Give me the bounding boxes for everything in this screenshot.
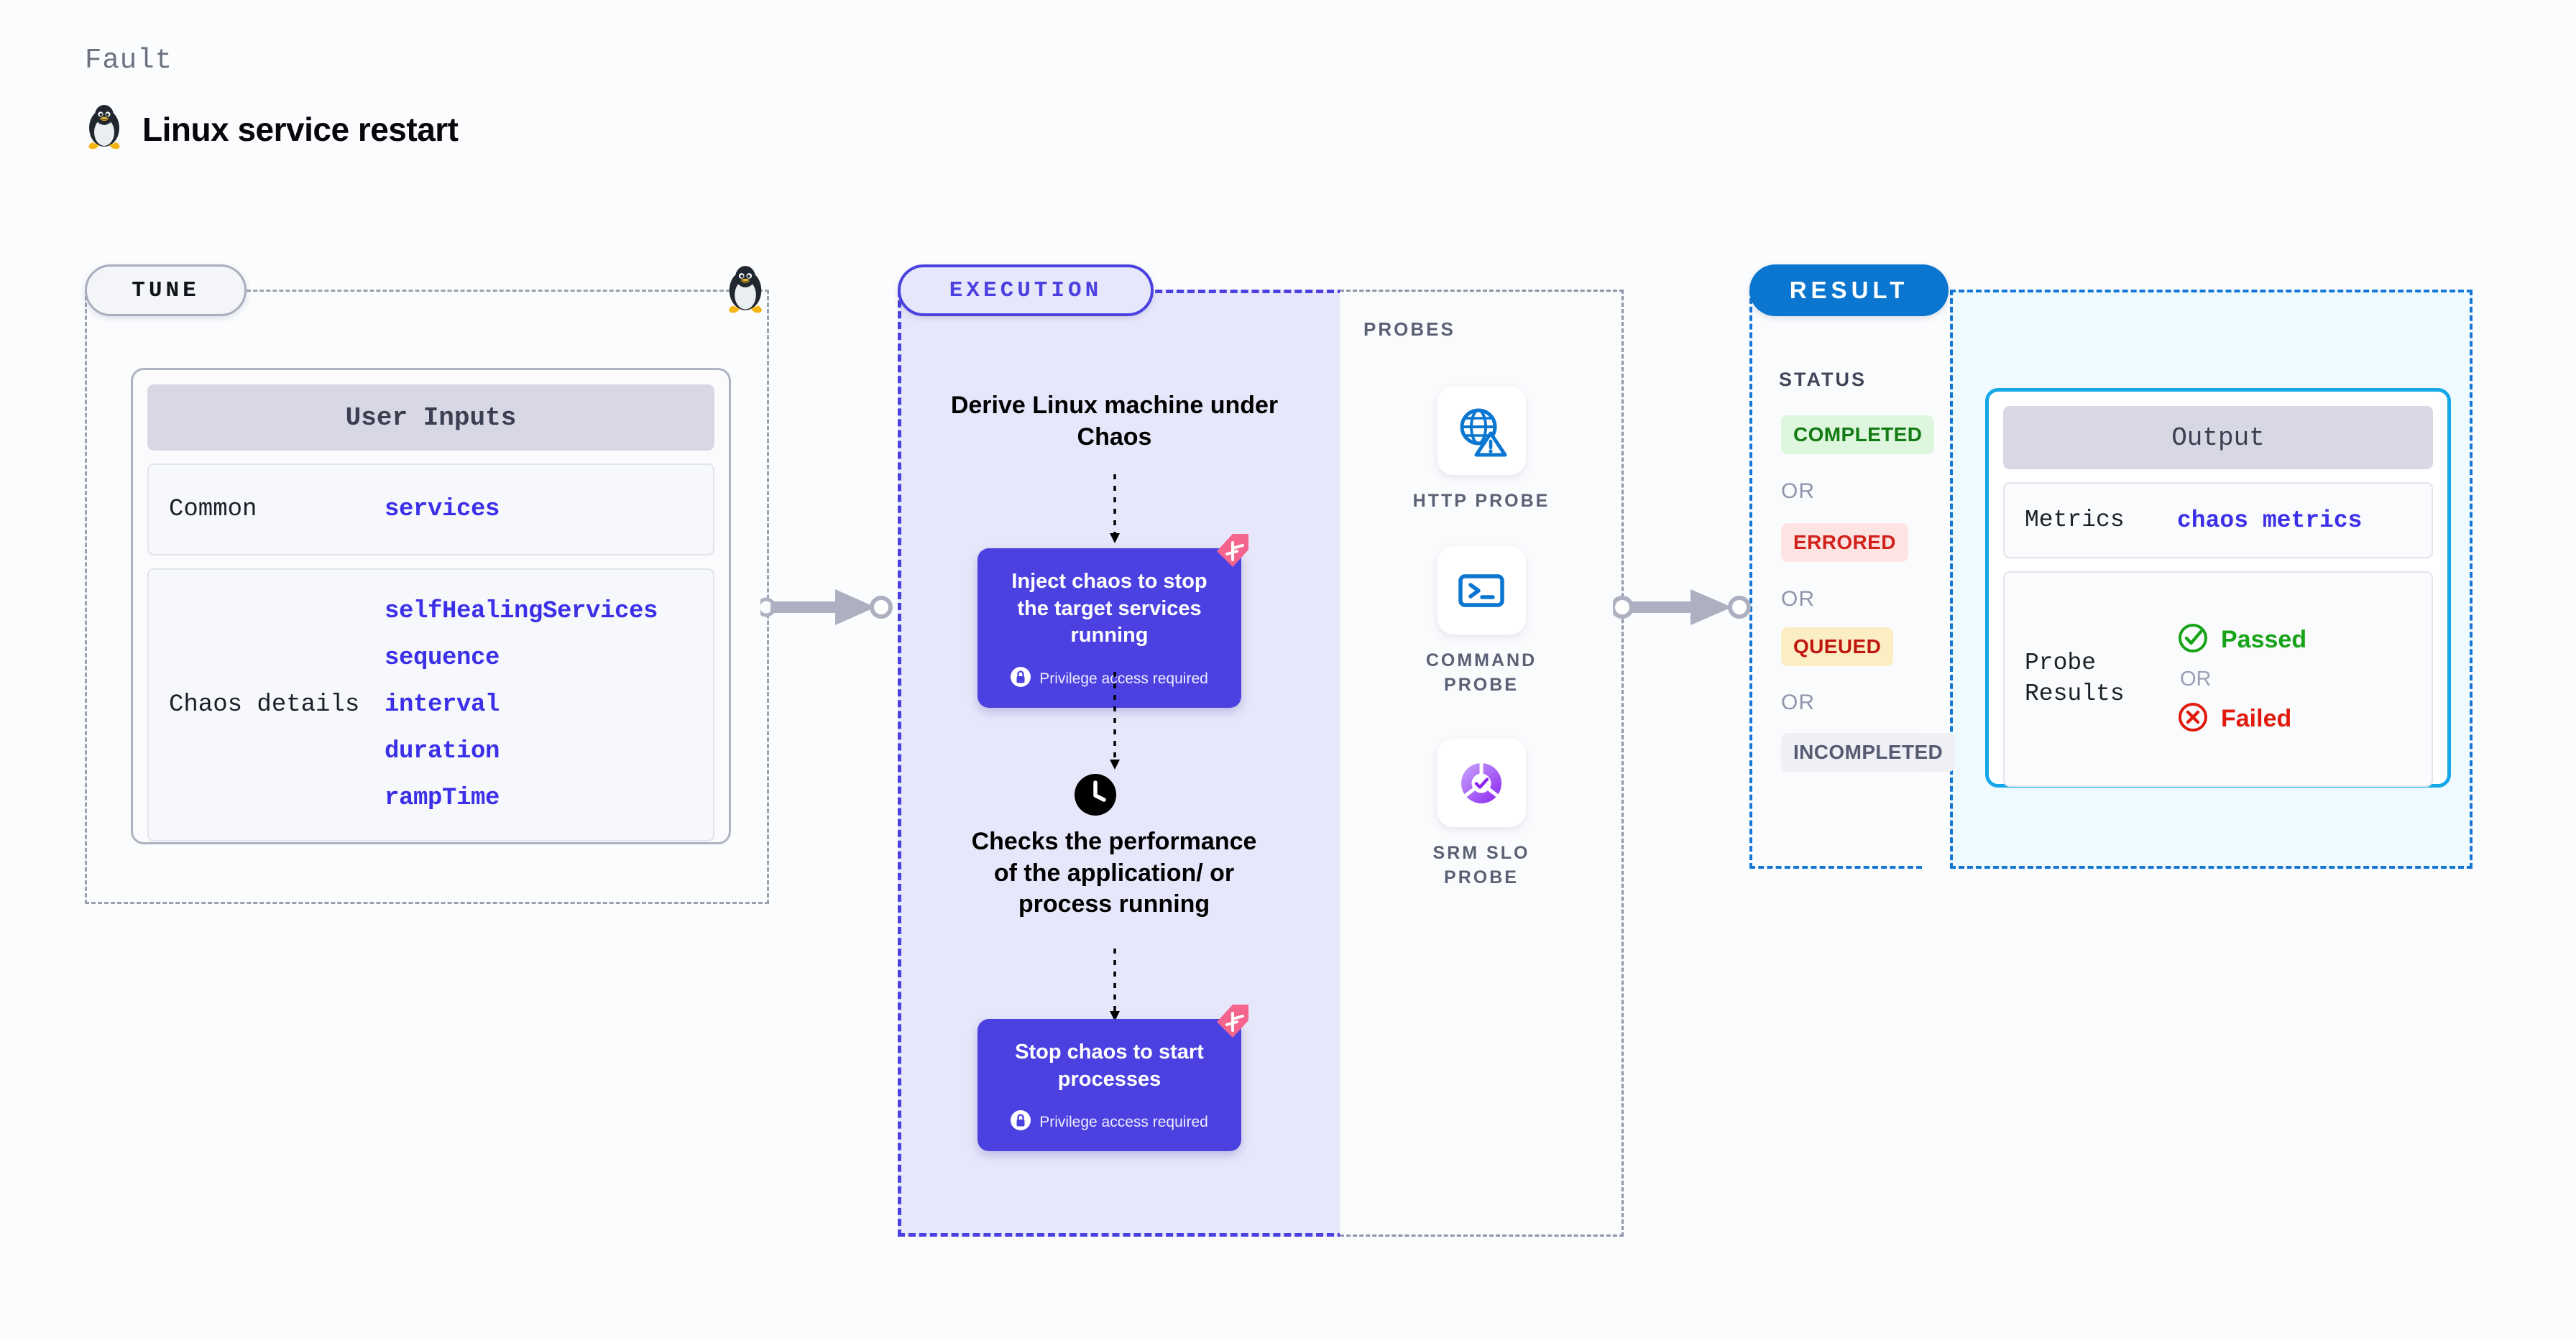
tune-group-label: Chaos details: [169, 691, 360, 719]
execution-card-stop-chaos[interactable]: Stop chaos to start processes Privilege …: [978, 1005, 1248, 1152]
probe-label: SRM SLO PROBE: [1432, 843, 1530, 887]
privilege-row: Privilege access required: [993, 667, 1225, 691]
lock-icon: [1011, 667, 1031, 691]
arrow-checks-to-stop: [1108, 949, 1122, 1028]
tune-badge[interactable]: TUNE: [85, 264, 247, 316]
probe-srm-slo[interactable]: SRM SLO PROBE: [1399, 739, 1564, 890]
user-inputs-card: User Inputs Common services Chaos detail…: [131, 368, 731, 844]
tune-penguin-marker-icon: [724, 264, 766, 318]
status-badge-queued: QUEUED: [1781, 627, 1894, 666]
probe-result-or: OR: [2180, 667, 2212, 691]
user-inputs-title: User Inputs: [147, 384, 714, 451]
slo-gauge-check-icon: [1437, 739, 1526, 827]
tune-group-label: Common: [169, 496, 257, 523]
globe-warning-icon: [1437, 387, 1526, 475]
tune-group-chaos-details: Chaos details selfHealingServices sequen…: [147, 568, 714, 841]
probe-http[interactable]: HTTP PROBE: [1399, 387, 1564, 514]
tune-input-ramptime[interactable]: rampTime: [385, 785, 500, 812]
execution-step-derive: Derive Linux machine under Chaos: [950, 392, 1279, 451]
execution-badge[interactable]: EXECUTION: [898, 264, 1154, 316]
probe-results-label: Probe Results: [2025, 650, 2125, 707]
execution-step-checks: Checks the performance of the applicatio…: [971, 828, 1257, 918]
tune-input-interval[interactable]: interval: [385, 691, 500, 719]
arrow-inject-to-checks: [1108, 672, 1122, 776]
fault-eyebrow: Fault: [85, 45, 173, 76]
probes-label: PROBES: [1363, 318, 1455, 340]
connector-execution-to-result: [1611, 575, 1764, 643]
arrow-derive-to-inject: [1108, 474, 1122, 550]
card-title: Inject chaos to stop the target services…: [1011, 570, 1208, 647]
page-title: Linux service restart: [142, 110, 459, 148]
tune-input-selfhealingservices[interactable]: selfHealingServices: [385, 598, 658, 625]
harness-ribbon-icon: [1211, 532, 1253, 573]
metrics-value[interactable]: chaos metrics: [2177, 507, 2363, 534]
execution-card-inject-chaos[interactable]: Inject chaos to stop the target services…: [978, 534, 1248, 709]
output-title: Output: [2003, 406, 2433, 469]
status-label: STATUS: [1779, 369, 1867, 390]
failed-label: Failed: [2221, 704, 2292, 732]
card-title: Stop chaos to start processes: [1015, 1041, 1204, 1091]
status-or: OR: [1781, 479, 1815, 503]
probe-command[interactable]: COMMAND PROBE: [1399, 546, 1564, 698]
privilege-row: Privilege access required: [993, 1110, 1225, 1134]
status-badge-completed: COMPLETED: [1781, 415, 1935, 454]
probe-label: HTTP PROBE: [1412, 491, 1550, 511]
result-region: [1749, 290, 1922, 869]
probe-label: COMMAND PROBE: [1425, 650, 1537, 695]
tune-input-duration[interactable]: duration: [385, 738, 500, 765]
connector-tune-to-execution: [756, 575, 904, 643]
passed-label: Passed: [2221, 625, 2307, 653]
output-metrics-row: Metrics chaos metrics: [2003, 482, 2433, 558]
page-header: Fault Linux service restart: [85, 45, 459, 154]
privilege-text: Privilege access required: [1039, 1113, 1208, 1130]
tune-group-common: Common services: [147, 463, 714, 555]
privilege-text: Privilege access required: [1039, 670, 1208, 687]
lock-icon: [1011, 1110, 1031, 1134]
tune-input-services[interactable]: services: [385, 496, 500, 523]
terminal-icon: [1437, 546, 1526, 635]
harness-ribbon-icon: [1211, 1003, 1253, 1044]
metrics-label: Metrics: [2025, 506, 2125, 533]
status-or: OR: [1781, 587, 1815, 611]
probe-result-failed: Failed: [2177, 701, 2306, 737]
status-badge-errored: ERRORED: [1781, 523, 1908, 562]
page-title-row: Linux service restart: [85, 103, 459, 154]
status-or: OR: [1781, 691, 1815, 714]
status-badge-incompleted: INCOMPLETED: [1781, 733, 1956, 772]
output-probe-results-row: Probe Results Passed OR: [2003, 571, 2433, 787]
clock-icon: [1073, 772, 1118, 821]
tux-penguin-icon: [85, 103, 124, 154]
result-badge[interactable]: RESULT: [1749, 264, 1949, 316]
check-circle-icon: [2177, 622, 2209, 658]
x-circle-icon: [2177, 701, 2209, 737]
tune-input-sequence[interactable]: sequence: [385, 645, 500, 672]
output-card: Output Metrics chaos metrics Probe Resul…: [1985, 388, 2451, 788]
probe-result-passed: Passed: [2177, 622, 2306, 658]
